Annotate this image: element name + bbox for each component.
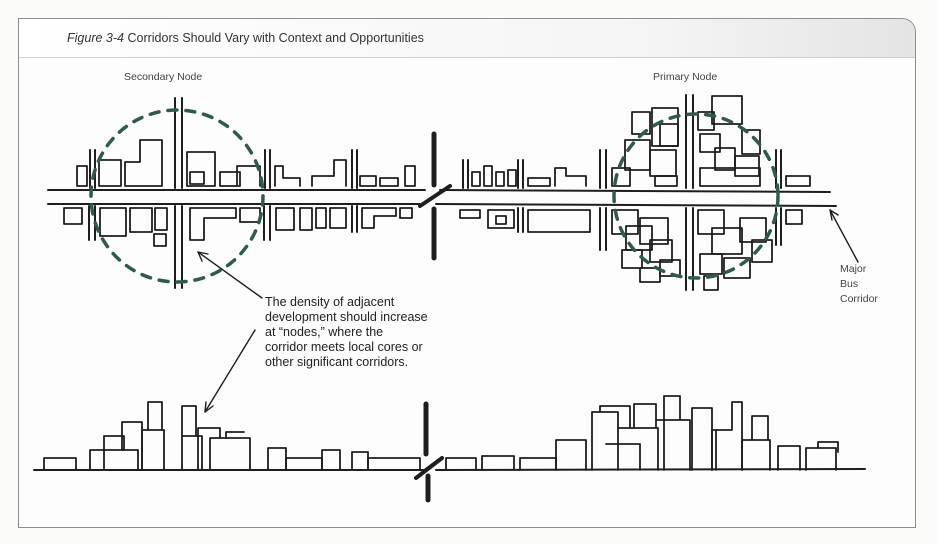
secondary-node-label: Secondary Node [124,71,203,83]
bus-corridor-label-line2: Bus [840,278,859,290]
density-annotation-line3: at “nodes,” where the [265,325,384,339]
plan-break-zigzag [418,184,452,208]
primary-node-ring [612,112,780,280]
skyline-ground-east [435,468,866,471]
density-annotation: The density of adjacent development shou… [265,295,495,370]
arrow-to-skyline [204,329,256,413]
density-annotation-line5: other significant corridors. [265,355,409,369]
corridor-north-edge-east [439,189,831,193]
density-annotation-line4: corridor meets local cores or [265,340,423,354]
leader-arrows [197,209,859,413]
secondary-node-ring [89,108,265,284]
figure-title: Figure 3-4 Corridors Should Vary with Co… [67,31,424,45]
primary-node-label: Primary Node [653,71,718,83]
figure-number: Figure 3-4 [67,31,124,45]
density-annotation-line1: The density of adjacent [265,295,395,309]
bus-corridor-label: Major Bus Corridor [840,262,878,307]
arrow-to-bus-corridor [829,209,859,263]
corridor-south-edge-east [435,203,837,207]
skyline-buildings [43,395,839,471]
figure-caption: Corridors Should Vary with Context and O… [127,31,424,45]
density-annotation-line2: development should increase [265,310,428,324]
bus-corridor-label-line1: Major [840,263,867,275]
skyline-break-zigzag [414,456,444,480]
bus-corridor-label-line3: Corridor [840,293,878,305]
figure-title-bar: Figure 3-4 Corridors Should Vary with Co… [19,19,915,58]
arrow-to-secondary-node [197,251,263,299]
figure-panel: Figure 3-4 Corridors Should Vary with Co… [18,18,916,528]
skyline-break-symbol [423,401,431,503]
